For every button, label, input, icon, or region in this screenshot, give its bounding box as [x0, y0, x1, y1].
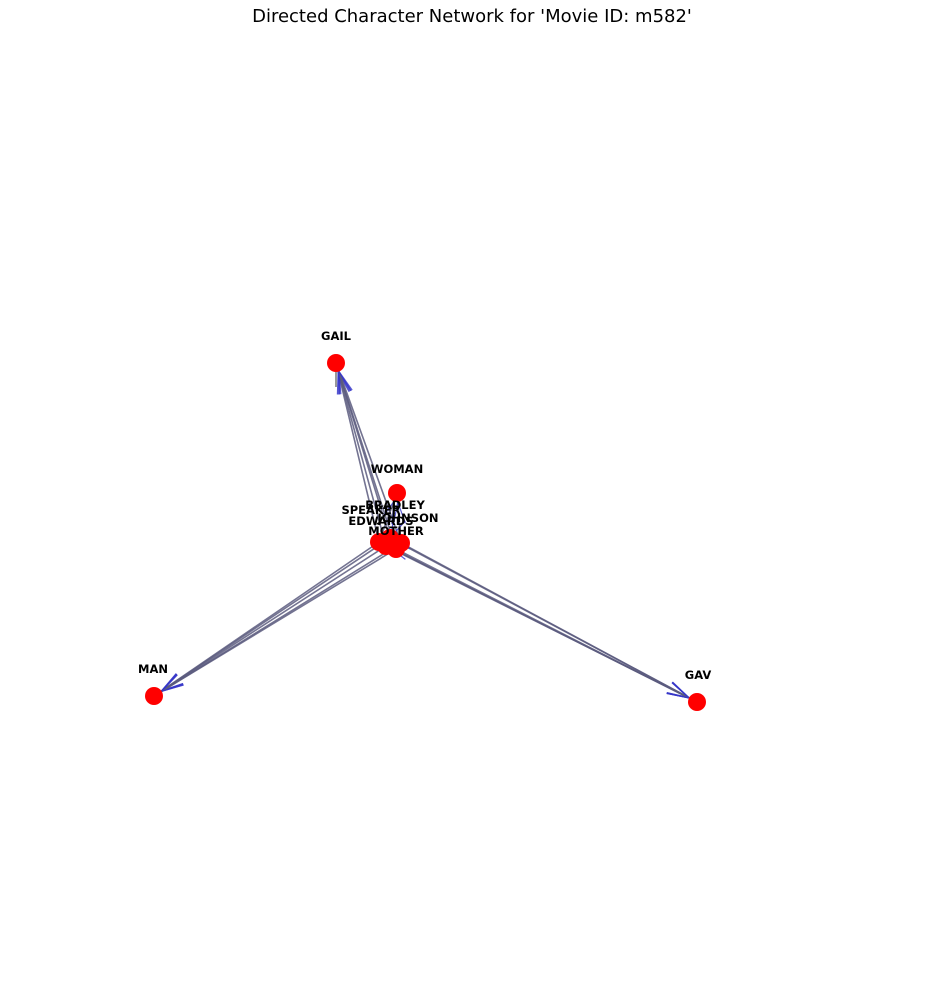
edge-arrowhead: [392, 499, 407, 525]
node-label-gav: GAV: [685, 668, 712, 682]
node-label-gail: GAIL: [321, 329, 352, 343]
edge-johnson-gav: [400, 542, 692, 699]
node-label-mother: MOTHER: [368, 524, 424, 538]
node-gail: [327, 354, 345, 372]
node-label-bradley: BRADLEY: [365, 498, 425, 512]
edge-line: [395, 548, 690, 699]
edge-arrowhead: [380, 499, 395, 525]
edge-line: [161, 548, 397, 693]
edge-bradley-man: [159, 537, 391, 693]
edge-line: [338, 371, 402, 544]
node-man: [145, 687, 163, 705]
node-mother: [387, 540, 405, 558]
edge-mother-gav: [395, 548, 692, 699]
node-label-man: MAN: [138, 662, 168, 676]
edge-edwards-man: [159, 545, 387, 693]
chart-title: Directed Character Network for 'Movie ID…: [252, 6, 692, 27]
nodes-layer: [145, 354, 706, 711]
edge-line: [161, 545, 387, 692]
node-label-woman: WOMAN: [371, 462, 423, 476]
edge-mother-man: [159, 548, 397, 693]
node-label-speaker: SPEAKER: [341, 503, 400, 517]
node-gav: [688, 693, 706, 711]
edge-line: [337, 371, 380, 543]
node-label-edwards: EDWARDS: [348, 514, 413, 528]
edge-line: [337, 371, 387, 547]
node-label-johnson: JOHNSON: [377, 511, 439, 525]
edge-arrowhead: [666, 682, 692, 699]
edge-arrowhead: [159, 674, 184, 693]
edge-line: [400, 542, 690, 699]
edges-layer: [159, 368, 692, 699]
edge-line: [161, 537, 391, 692]
node-woman: [388, 484, 406, 502]
